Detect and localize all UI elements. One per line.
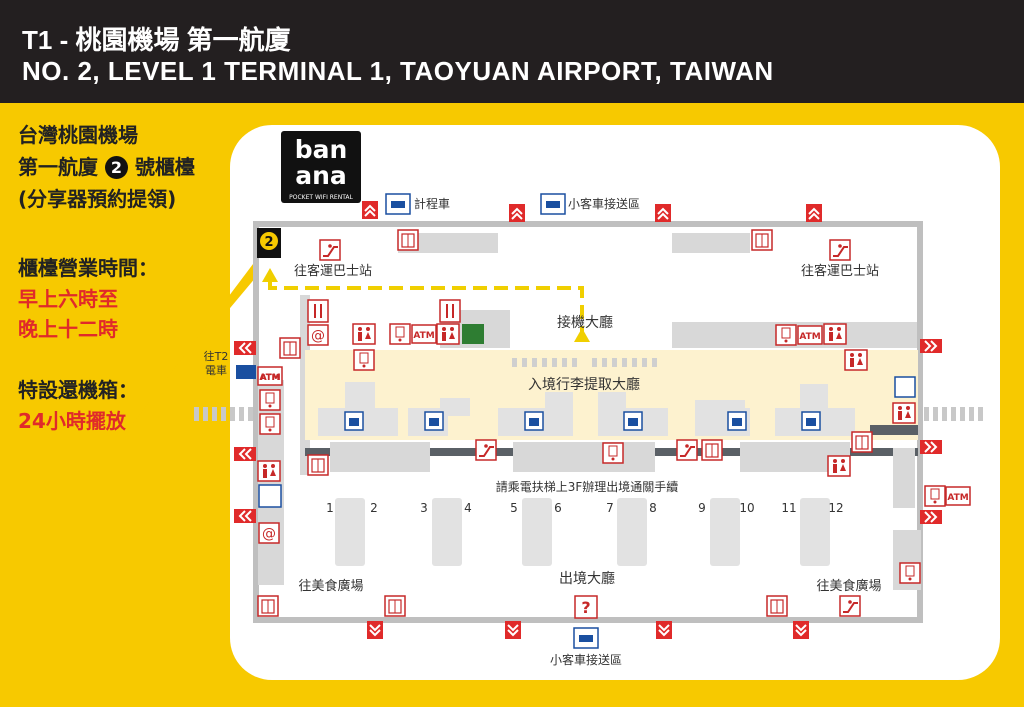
t2-train-icon <box>236 365 256 379</box>
logo-line-1: ban <box>295 135 348 164</box>
title-chinese: T1 - 桃園機場 第一航廈 <box>22 25 291 55</box>
help-desk-label: ? <box>581 598 590 617</box>
car-pickup-top-label: 小客車接送區 <box>568 196 640 211</box>
svg-text:9: 9 <box>698 501 706 515</box>
escalator-note: 請乘電扶梯上3F辦理出境通關手續 <box>496 479 679 494</box>
sidebar-line-2: 第一航廈 2 號櫃檯 <box>18 154 195 180</box>
arrival-hall-label: 接機大廳 <box>557 314 613 331</box>
zone-top-right <box>672 233 750 253</box>
sidebar-terminal: 第一航廈 <box>18 155 98 179</box>
counter-number-badge: 2 <box>104 156 128 179</box>
sidebar-line-1: 台灣桃園機場 <box>18 123 138 147</box>
svg-text:1: 1 <box>326 501 334 515</box>
bus-left-label: 往客運巴士站 <box>294 263 372 279</box>
svg-text:12: 12 <box>828 501 843 515</box>
departure-hall-label: 出境大廳 <box>559 570 615 587</box>
svg-text:8: 8 <box>649 501 657 515</box>
return-box-label: 特設還機箱： <box>18 378 138 402</box>
callout-pointer <box>128 246 282 430</box>
facility-icons <box>257 229 971 617</box>
outside-stripes-left <box>194 407 253 421</box>
baggage-claim-label: 入境行李提取大廳 <box>528 376 640 393</box>
hours-label: 櫃檯營業時間： <box>18 256 158 280</box>
food-court-left-label: 往美食廣場 <box>298 578 363 594</box>
route-to-counter <box>268 278 584 340</box>
car-pickup-top: 小客車接送區 <box>540 193 640 215</box>
food-court-right-label: 往美食廣場 <box>816 578 881 594</box>
hours-open: 早上六時至 <box>18 287 118 311</box>
sidebar-line-4: (分享器預約提領) <box>18 187 177 211</box>
bus-right-label: 往客運巴士站 <box>801 263 879 279</box>
zone-top-left <box>398 233 498 253</box>
sidebar-counter: 號櫃檯 <box>134 155 195 179</box>
header-bar: T1 - 桃園機場 第一航廈 NO. 2, LEVEL 1 TERMINAL 1… <box>0 0 1024 103</box>
logo-tagline: POCKET WIFI RENTAL <box>289 194 353 201</box>
hall-gate-stripes <box>512 358 657 367</box>
hours-close: 晚上十二時 <box>18 317 118 341</box>
svg-text:11: 11 <box>781 501 796 515</box>
check-in-counters <box>335 498 830 566</box>
car-pickup-bottom: 小客車接送區 <box>550 627 622 667</box>
svg-text:2: 2 <box>370 501 378 515</box>
taxi-stand: 計程車 <box>385 193 450 215</box>
return-box-hours: 24小時擺放 <box>18 409 126 433</box>
title-english: NO. 2, LEVEL 1 TERMINAL 1, TAOYUAN AIRPO… <box>22 56 774 86</box>
svg-text:7: 7 <box>606 501 614 515</box>
atm-label-left: ATM <box>261 373 280 382</box>
svg-text:5: 5 <box>510 501 518 515</box>
taxi-label: 計程車 <box>414 196 450 211</box>
svg-text:4: 4 <box>464 501 472 515</box>
help-desk: ? <box>574 595 598 619</box>
banana-logo: ban ana POCKET WIFI RENTAL <box>281 131 361 203</box>
baggage-carousels <box>318 382 855 436</box>
counter-marker-number: 2 <box>264 235 273 250</box>
svg-text:3: 3 <box>420 501 428 515</box>
car-pickup-bottom-label: 小客車接送區 <box>550 652 622 667</box>
t2-train-label-2: 電車 <box>205 363 227 377</box>
outside-stripes-right <box>924 407 983 421</box>
svg-text:6: 6 <box>554 501 562 515</box>
t2-train-label-1: 往T2 <box>204 349 229 363</box>
logo-line-2: ana <box>295 161 347 190</box>
svg-text:10: 10 <box>739 501 754 515</box>
